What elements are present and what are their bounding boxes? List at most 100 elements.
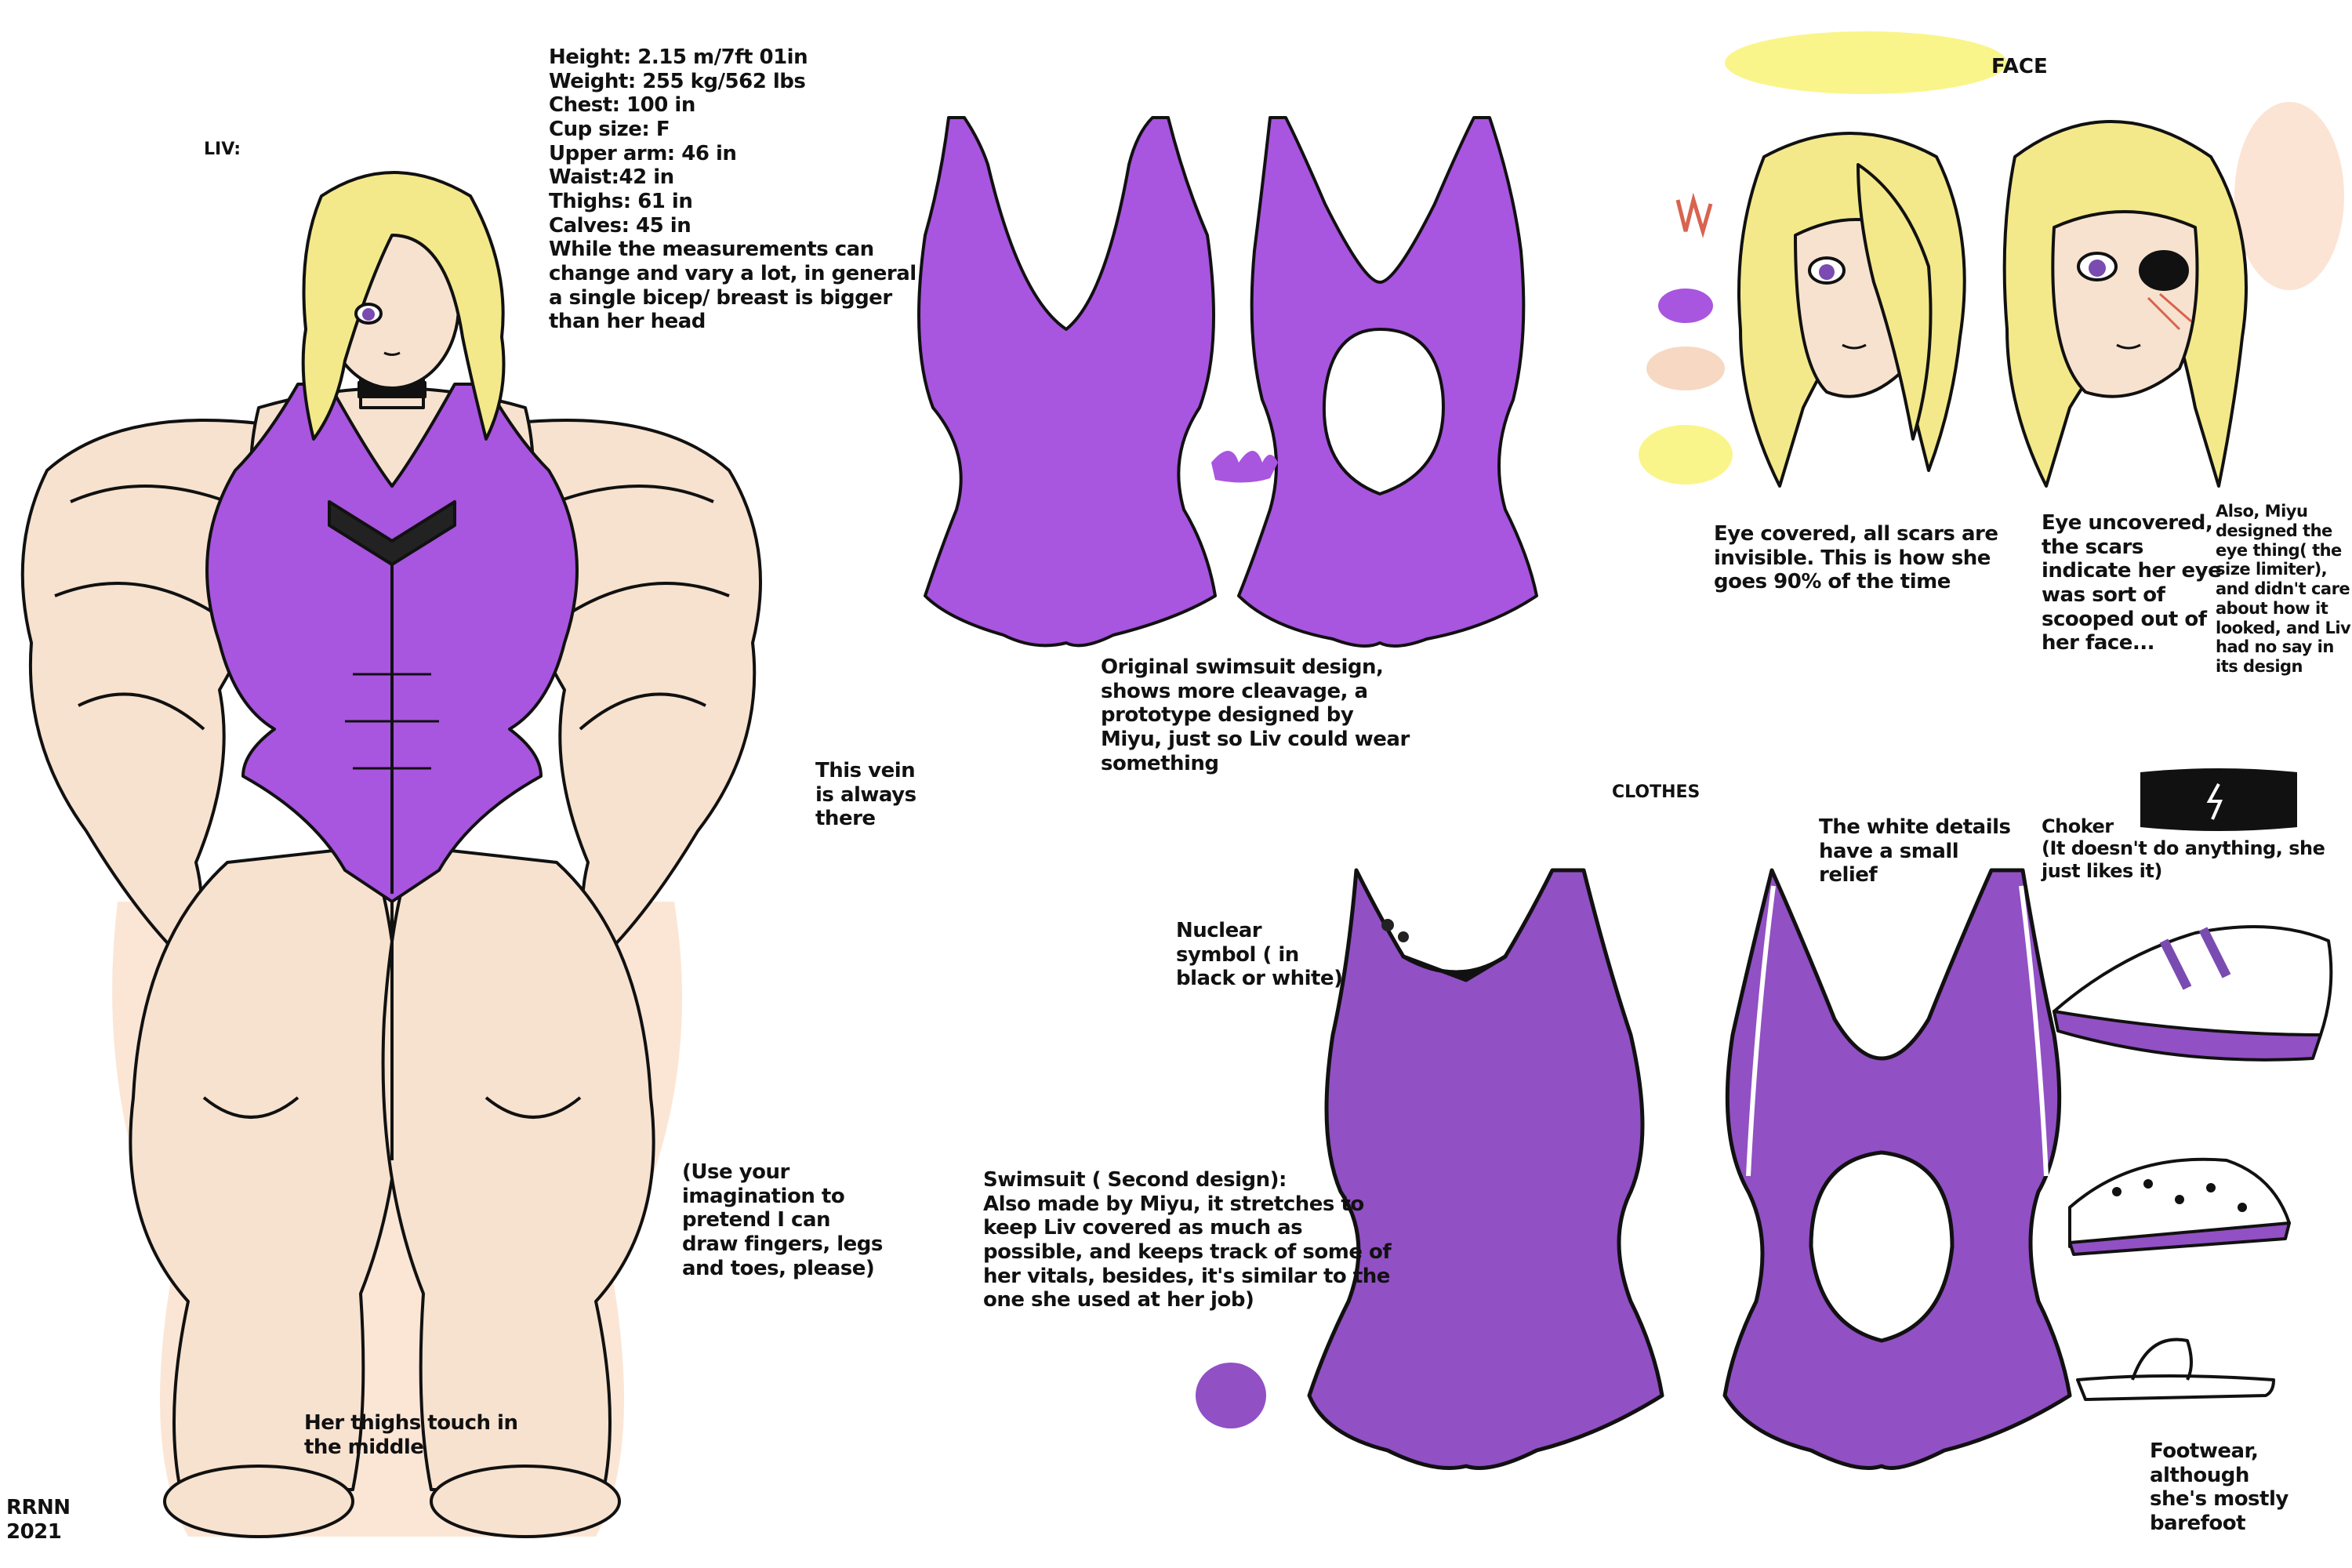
stats-note-line: than her head [549, 310, 706, 334]
stat-chest: Chest: 100 in [549, 93, 695, 118]
note-line: Also made by Miyu, it stretches to [983, 1192, 1364, 1216]
note-line: invisible. This is how she [1714, 546, 1991, 570]
note-line: indicate her eye [2042, 559, 2222, 583]
note-line: scooped out of [2042, 607, 2207, 631]
stats-note-line: a single bicep/ breast is bigger [549, 285, 892, 310]
face-heading: FACE [1991, 55, 2048, 78]
note-line: there [815, 807, 876, 831]
figure-hair [301, 171, 506, 441]
note-line: black or white) [1176, 967, 1343, 991]
note-line: This vein [815, 759, 916, 782]
choker-item [2140, 768, 2297, 831]
second-swimsuit-front [1307, 868, 1664, 1470]
second-swimsuit [1307, 868, 2072, 1470]
note-line: Miyu, just so Liv could wear [1101, 728, 1410, 752]
miyu-note: Also, Miyu designed the eye thing( the s… [2216, 502, 2351, 677]
note-line: looked, and Liv [2216, 618, 2351, 637]
note-line: prototype designed by [1101, 703, 1354, 728]
stat-cup: Cup size: F [549, 118, 670, 142]
note-line: possible, and keeps track of some of [983, 1240, 1392, 1265]
stat-thighs: Thighs: 61 in [549, 190, 693, 214]
note-line: shows more cleavage, a [1101, 679, 1368, 703]
note-line: eye thing( the [2216, 540, 2342, 560]
note-line: symbol ( in [1176, 942, 1299, 967]
note-line: she's mostly [2150, 1487, 2288, 1512]
footwear-items [2053, 925, 2333, 1401]
note-line: its design [2216, 657, 2303, 677]
note-line: about how it [2216, 598, 2328, 618]
liv-figure [20, 171, 762, 1538]
face-uncovered [2002, 120, 2248, 488]
note-line: the scars [2042, 535, 2143, 559]
stat-upper-arm: Upper arm: 46 in [549, 141, 737, 165]
signature: RRNN 2021 [6, 1496, 71, 1544]
note-line: Eye uncovered, [2042, 511, 2213, 535]
note-line: draw fingers, legs [682, 1232, 883, 1257]
character-name: LIV: [204, 140, 241, 159]
footwear-note: Footwear, although she's mostly barefoot [2150, 1439, 2288, 1536]
stat-height: Height: 2.15 m/7ft 01in [549, 45, 808, 69]
note-line: Choker [2042, 815, 2114, 837]
clothes-heading: CLOTHES [1612, 782, 1700, 802]
stat-weight: Weight: 255 kg/562 lbs [549, 69, 806, 93]
nuclear-note: Nuclear symbol ( in black or white) [1176, 919, 1343, 991]
thighs-note: Her thighs touch in the middle [304, 1411, 518, 1459]
note-line: just likes it) [2042, 859, 2162, 882]
stats-note-line: While the measurements can [549, 238, 874, 262]
slide-sandal [2076, 1374, 2275, 1401]
note-line: imagination to [682, 1184, 845, 1208]
color-swatches [1639, 31, 2344, 485]
note-line: have a small [1819, 839, 1959, 863]
swatch-dark-purple [1196, 1363, 1266, 1428]
note-line: Nuclear [1176, 919, 1262, 942]
original-swimsuit [917, 116, 1538, 648]
original-swimsuit-note: Original swimsuit design, shows more cle… [1101, 655, 1410, 775]
note-line: The white details [1819, 815, 2011, 839]
note-line: is always [815, 782, 916, 807]
imagination-note: (Use your imagination to pretend I can d… [682, 1160, 883, 1280]
note-line: (It doesn't do anything, she [2042, 837, 2325, 860]
eye-covered-note: Eye covered, all scars are invisible. Th… [1714, 522, 1998, 594]
signature-year: 2021 [6, 1519, 62, 1544]
second-swimsuit-note: Swimsuit ( Second design): Also made by … [983, 1168, 1392, 1312]
note-line: had no say in [2216, 637, 2334, 657]
swatch-skin [1646, 347, 1725, 390]
note-line: goes 90% of the time [1714, 570, 1951, 594]
choker-note: Choker (It doesn't do anything, she just… [2042, 815, 2325, 882]
note-line: her vitals, besides, it's similar to the [983, 1264, 1390, 1288]
note-line: Eye covered, all scars are [1714, 522, 1998, 546]
note-line: (Use your [682, 1160, 789, 1184]
stats-list: Height: 2.15 m/7ft 01in Weight: 255 kg/5… [549, 45, 916, 334]
note-line: Swimsuit ( Second design): [983, 1168, 1287, 1192]
stat-calves: Calves: 45 in [549, 213, 691, 238]
note-line: Also, Miyu [2216, 502, 2308, 521]
swatch-purple [1658, 289, 1713, 323]
note-line: and toes, please) [682, 1256, 875, 1280]
note-line: was sort of [2042, 583, 2165, 608]
note-line: keep Liv covered as much as [983, 1216, 1303, 1240]
note-line: barefoot [2150, 1512, 2246, 1536]
note-line: relief [1819, 863, 1878, 887]
note-line: something [1101, 751, 1219, 775]
eye-uncovered-note: Eye uncovered, the scars indicate her ey… [2042, 511, 2222, 655]
note-line: designed the [2216, 521, 2332, 540]
original-swimsuit-front [917, 116, 1217, 648]
white-details-note: The white details have a small relief [1819, 815, 2011, 887]
note-line: the middle [304, 1435, 424, 1459]
note-line: Footwear, [2150, 1439, 2259, 1463]
note-line: pretend I can [682, 1208, 830, 1232]
note-line: Original swimsuit design, [1101, 655, 1384, 679]
note-line: and didn't care [2216, 579, 2350, 599]
signature-name: RRNN [6, 1496, 71, 1519]
stats-note-line: change and vary a lot, in general [549, 262, 916, 286]
note-line: size limiter), [2216, 560, 2328, 579]
note-line: one she used at her job) [983, 1288, 1254, 1312]
face-covered [1737, 132, 1966, 488]
note-line: Her thighs touch in [304, 1411, 518, 1435]
vein-note: This vein is always there [815, 759, 916, 831]
swatch-hair [1639, 425, 1733, 485]
note-line: her face... [2042, 631, 2155, 655]
note-line: although [2150, 1463, 2249, 1487]
stat-waist: Waist:42 in [549, 165, 674, 190]
